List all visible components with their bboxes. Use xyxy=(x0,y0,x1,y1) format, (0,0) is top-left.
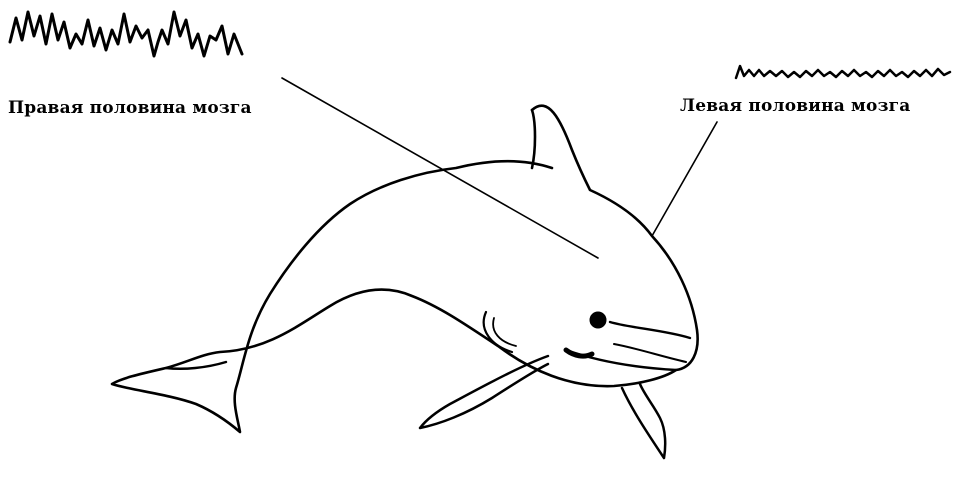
left-hemisphere-label: Левая половина мозга xyxy=(680,96,910,116)
beak-crease xyxy=(614,344,686,362)
body-fold xyxy=(484,312,512,352)
eeg-trace-left-hemisphere xyxy=(736,66,950,78)
beak-upper-line xyxy=(610,322,690,338)
dolphin-body-outline xyxy=(112,106,698,432)
dorsal-fin xyxy=(532,110,535,168)
eye xyxy=(590,312,606,328)
pectoral-fin-back xyxy=(622,384,665,458)
eeg-trace-right-hemisphere xyxy=(10,12,242,56)
right-hemisphere-label: Правая половина мозга xyxy=(8,98,252,118)
leader-line-left-hemisphere xyxy=(652,122,717,236)
body-fold-inner xyxy=(493,318,516,346)
mouth-line xyxy=(566,350,676,370)
